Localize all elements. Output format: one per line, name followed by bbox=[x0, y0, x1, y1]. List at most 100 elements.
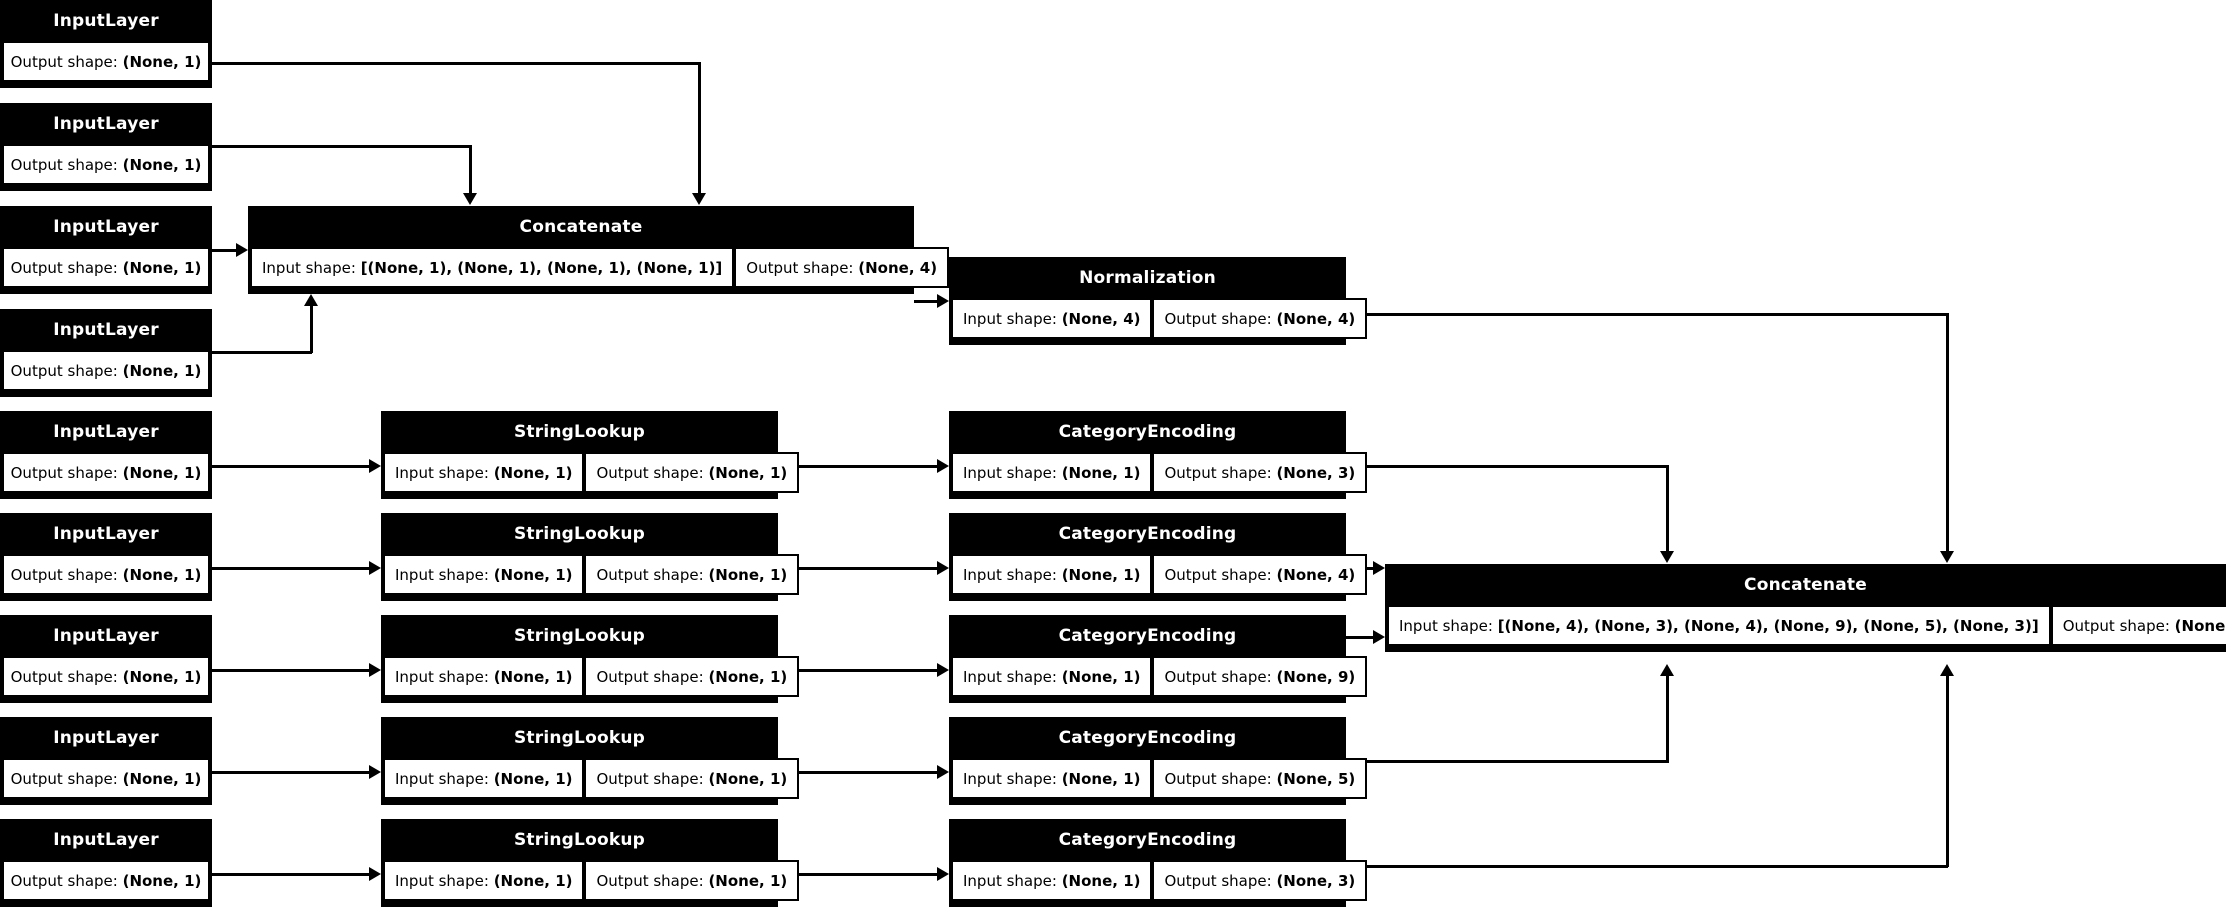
edge-lookup5-arrowhead bbox=[937, 867, 949, 881]
output-shape-cell: Output shape: (None, 4) bbox=[1152, 554, 1368, 595]
node-title: InputLayer bbox=[2, 821, 210, 860]
output-shape-cell: Output shape: (None, 4) bbox=[734, 247, 950, 288]
edge-norm-concatall-v bbox=[1946, 313, 1949, 552]
input-shape-cell-value: (None, 1) bbox=[493, 769, 573, 788]
edge-lookup4-encoding4 bbox=[778, 771, 937, 774]
output-shape-cell-value: (None, 1) bbox=[122, 361, 202, 380]
output-shape-cell-label: Output shape: bbox=[596, 667, 709, 686]
output-shape-cell-value: (None, 1) bbox=[122, 258, 202, 277]
edge-norm-concatall-arrowhead bbox=[1940, 551, 1954, 563]
node-shape-row: Input shape: (None, 1)Output shape: (Non… bbox=[951, 758, 1368, 799]
edge-input2-h bbox=[212, 145, 472, 148]
edge-encoding4-v bbox=[1666, 675, 1669, 762]
edge-encoding4-arrowhead bbox=[1660, 664, 1674, 676]
edge-encoding5-h bbox=[1346, 865, 1948, 868]
output-shape-cell-value: (None, 5) bbox=[1276, 769, 1356, 788]
edge-input3-arrowhead bbox=[236, 243, 248, 257]
output-shape-cell-label: Output shape: bbox=[10, 52, 123, 71]
node-shape-row: Output shape: (None, 1) bbox=[2, 656, 210, 697]
edge-lookup2-arrowhead bbox=[937, 561, 949, 575]
node-shape-row: Input shape: [(None, 4), (None, 3), (Non… bbox=[1387, 605, 2226, 646]
output-shape-cell-label: Output shape: bbox=[10, 667, 123, 686]
edge-concat-norm-arrowhead bbox=[937, 294, 949, 308]
edge-encoding5-v bbox=[1946, 675, 1949, 867]
edge-input2-v bbox=[469, 145, 472, 195]
node-shape-row: Input shape: (None, 4)Output shape: (Non… bbox=[951, 298, 1368, 339]
input-shape-cell: Input shape: (None, 1) bbox=[951, 860, 1153, 901]
input-shape-cell: Input shape: (None, 1) bbox=[383, 554, 585, 595]
node-shape-row: Output shape: (None, 1) bbox=[2, 554, 210, 595]
edge-input7-arrowhead bbox=[369, 663, 381, 677]
output-shape-cell-label: Output shape: bbox=[596, 565, 709, 584]
output-shape-cell: Output shape: (None, 1) bbox=[584, 758, 800, 799]
node-title: InputLayer bbox=[2, 515, 210, 554]
input-shape-cell-value: (None, 1) bbox=[493, 667, 573, 686]
output-shape-cell-value: (None, 4) bbox=[1276, 565, 1356, 584]
node-title: InputLayer bbox=[2, 2, 210, 41]
input-shape-cell: Input shape: (None, 1) bbox=[951, 758, 1153, 799]
node-shape-row: Input shape: (None, 1)Output shape: (Non… bbox=[951, 554, 1368, 595]
node-shape-row: Input shape: (None, 1)Output shape: (Non… bbox=[383, 452, 800, 493]
edge-encoding5-arrowhead bbox=[1940, 664, 1954, 676]
node-title: InputLayer bbox=[2, 617, 210, 656]
output-shape-cell-label: Output shape: bbox=[1164, 565, 1277, 584]
output-shape-cell-label: Output shape: bbox=[10, 565, 123, 584]
node-shape-row: Output shape: (None, 1) bbox=[2, 860, 210, 901]
output-shape-cell: Output shape: (None, 1) bbox=[2, 452, 210, 493]
edge-input6-lookup2 bbox=[212, 567, 369, 570]
output-shape-cell-value: (None, 1) bbox=[122, 463, 202, 482]
edge-lookup5-encoding5 bbox=[778, 873, 937, 876]
output-shape-cell: Output shape: (None, 1) bbox=[2, 247, 210, 288]
input-shape-cell-label: Input shape: bbox=[963, 769, 1062, 788]
edge-lookup1-arrowhead bbox=[937, 459, 949, 473]
input-shape-cell: Input shape: (None, 1) bbox=[383, 860, 585, 901]
node-shape-row: Input shape: (None, 1) Output shape: (Non… bbox=[383, 554, 800, 595]
input-shape-cell-label: Input shape: bbox=[262, 258, 361, 277]
output-shape-cell: Output shape: (None, 28) bbox=[2050, 605, 2226, 646]
output-shape-cell-value: (None, 28) bbox=[2174, 616, 2226, 635]
input-shape-cell-label: Input shape: bbox=[395, 769, 494, 788]
input-shape-cell-label: Input shape: bbox=[395, 463, 494, 482]
edge-lookup1-encoding1 bbox=[778, 465, 937, 468]
edge-encoding1-h bbox=[1346, 465, 1669, 468]
node-title: InputLayer bbox=[2, 105, 210, 144]
output-shape-cell-value: (None, 1) bbox=[708, 565, 788, 584]
input-shape-cell-value: (None, 4) bbox=[1061, 309, 1141, 328]
output-shape-cell-value: (None, 1) bbox=[122, 565, 202, 584]
edge-lookup4-arrowhead bbox=[937, 765, 949, 779]
edge-input5-arrowhead bbox=[369, 459, 381, 473]
node-title: CategoryEncoding bbox=[951, 413, 1344, 452]
output-shape-cell: Output shape: (None, 1) bbox=[2, 554, 210, 595]
node-shape-row: Output shape: (None, 1) bbox=[2, 758, 210, 799]
edge-input8-arrowhead bbox=[369, 765, 381, 779]
node-title: StringLookup bbox=[383, 821, 776, 860]
node-shape-row: Input shape: [(None, 1), (None, 1), (Non… bbox=[250, 247, 950, 288]
output-shape-cell-label: Output shape: bbox=[1164, 309, 1277, 328]
input-shape-cell: Input shape: (None, 1) bbox=[383, 656, 585, 697]
input-shape-cell-value: (None, 1) bbox=[1061, 565, 1141, 584]
input-shape-cell: Input shape: (None, 1) bbox=[951, 452, 1153, 493]
input-shape-cell-label: Input shape: bbox=[963, 309, 1062, 328]
